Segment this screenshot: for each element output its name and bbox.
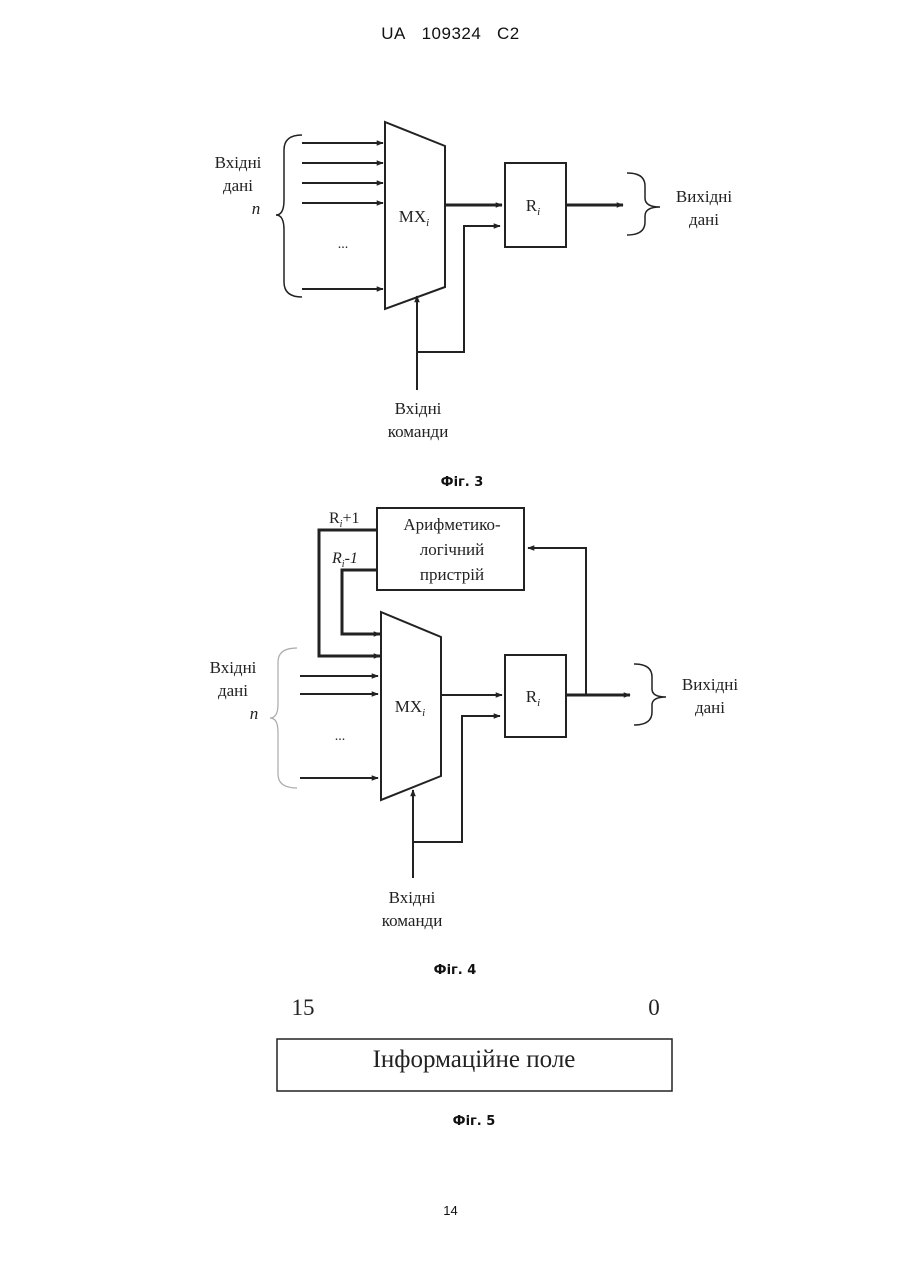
figure-4: Арифметико- логічний пристрій Ri+1 Ri-1 … (210, 508, 739, 978)
fig5-low-bit: 0 (648, 995, 660, 1020)
fig4-output-data-label-line2: дані (695, 698, 725, 717)
fig3-input-bracket (276, 135, 302, 297)
fig4-output-data-label-line1: Вихідні (682, 675, 738, 694)
fig4-output-bracket (634, 664, 666, 725)
figure-3: Вхідні дані n ... MXi Ri Вихідні дані Вх… (215, 122, 733, 490)
fig4-input-data-label-line2: дані (218, 681, 248, 700)
fig4-multiplexer-label: MXi (395, 697, 425, 719)
fig3-caption: Фіг. 3 (441, 475, 484, 490)
fig4-input-commands-label-line2: команди (382, 911, 443, 930)
fig3-input-commands-label-line2: команди (388, 422, 449, 441)
fig4-alu-label-line3: пристрій (420, 565, 484, 584)
fig4-alu-label-line2: логічний (420, 540, 485, 559)
fig3-input-commands-label-line1: Вхідні (395, 399, 442, 418)
fig3-output-bracket (627, 173, 660, 235)
fig5-caption: Фіг. 5 (453, 1114, 496, 1129)
fig4-input-bracket (270, 648, 297, 788)
fig4-n-label: n (250, 704, 259, 723)
fig3-output-data-label-line1: Вихідні (676, 187, 732, 206)
fig4-r-minus-line (342, 570, 380, 634)
fig3-input-data-label-line1: Вхідні (215, 153, 262, 172)
fig4-caption: Фіг. 4 (434, 963, 477, 978)
fig4-input-data-label-line1: Вхідні (210, 658, 257, 677)
fig3-output-data-label-line2: дані (689, 210, 719, 229)
fig4-r-minus-label: Ri-1 (331, 550, 358, 570)
fig5-information-field-label: Інформаційне поле (373, 1046, 576, 1073)
fig3-n-label: n (252, 199, 261, 218)
figure-5: 15 0 Інформаційне поле Фіг. 5 (277, 995, 672, 1129)
fig3-dots: ... (338, 237, 349, 252)
page-number: 14 (0, 1203, 901, 1218)
fig4-dots: ... (335, 729, 346, 744)
fig3-multiplexer-label: MXi (399, 207, 429, 229)
fig4-r-plus-line (319, 530, 380, 656)
fig4-alu-label-line1: Арифметико- (403, 515, 501, 534)
fig5-high-bit: 15 (292, 995, 315, 1020)
fig4-r-plus-label: Ri+1 (329, 510, 359, 530)
fig3-input-data-label-line2: дані (223, 176, 253, 195)
fig4-input-commands-label-line1: Вхідні (389, 888, 436, 907)
